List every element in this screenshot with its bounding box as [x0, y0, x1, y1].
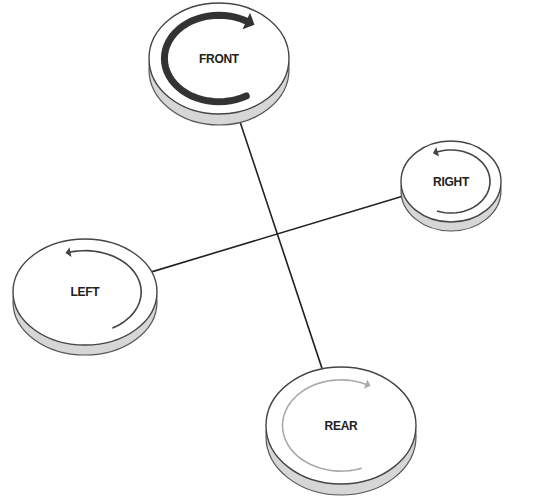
rotor-label: RIGHT — [433, 175, 469, 189]
disc-top — [401, 141, 501, 222]
rotation-arc — [164, 15, 246, 102]
disc-face: RIGHT — [400, 140, 502, 223]
rotor-disc: RIGHT — [400, 140, 502, 232]
rotation-arc — [283, 380, 366, 471]
rotor-label: LEFT — [71, 285, 100, 299]
rotation-arrowhead — [433, 147, 439, 157]
rotor-disc: LEFT — [12, 238, 158, 356]
rotation-arrowhead — [364, 379, 370, 388]
rotor-label: REAR — [325, 419, 358, 433]
rotor-disc: FRONT — [148, 2, 290, 126]
disc-top — [149, 3, 289, 114]
disc-face: REAR — [265, 366, 417, 485]
frame-arm — [237, 112, 322, 369]
disc-top — [266, 367, 416, 484]
disc-top — [13, 239, 157, 345]
disc-face: FRONT — [148, 2, 290, 115]
rotation-arc — [70, 251, 141, 328]
disc-face: LEFT — [12, 238, 158, 346]
frame-arm — [152, 196, 405, 272]
rotation-arrowhead — [243, 13, 255, 29]
rotor-disc: REAR — [265, 366, 417, 496]
rotor-label: FRONT — [199, 52, 239, 66]
rotation-arrowhead — [66, 247, 72, 257]
